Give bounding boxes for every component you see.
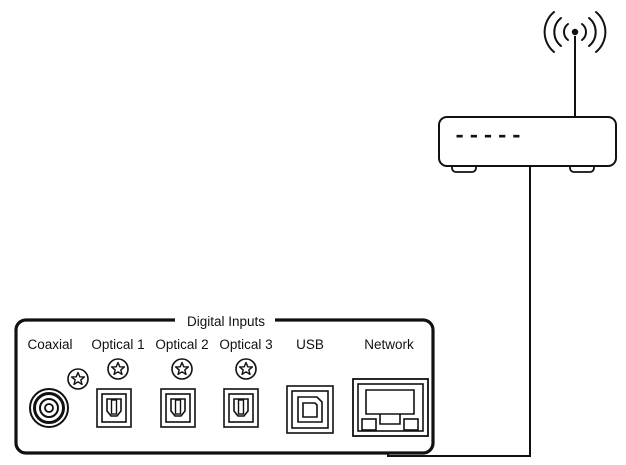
port-label-usb: USB bbox=[296, 337, 324, 352]
port-label-optical-1: Optical 1 bbox=[91, 337, 144, 352]
network-port-icon bbox=[352, 378, 429, 437]
wireless-router-icon: ----- bbox=[438, 11, 617, 173]
wifi-signal-icon bbox=[543, 11, 607, 53]
usb-port-icon bbox=[286, 385, 334, 434]
optical-2-screw-icon bbox=[171, 358, 193, 380]
port-label-optical-2: Optical 2 bbox=[155, 337, 208, 352]
port-label-coaxial: Coaxial bbox=[27, 337, 72, 352]
optical-3-screw-icon bbox=[235, 358, 257, 380]
coaxial-screw-icon bbox=[67, 368, 89, 390]
optical-1-port-icon bbox=[96, 388, 132, 428]
optical-3-port-icon bbox=[223, 388, 259, 428]
optical-2-port-icon bbox=[160, 388, 196, 428]
panel-title: Digital Inputs bbox=[187, 314, 265, 329]
router-status-lights: ----- bbox=[453, 124, 524, 149]
port-label-network: Network bbox=[364, 337, 414, 352]
digital-inputs-panel: Digital Inputs Coaxial Optical 1 Optical… bbox=[14, 312, 435, 455]
port-label-optical-3: Optical 3 bbox=[219, 337, 272, 352]
optical-1-screw-icon bbox=[107, 358, 129, 380]
coaxial-jack-icon bbox=[29, 388, 69, 428]
